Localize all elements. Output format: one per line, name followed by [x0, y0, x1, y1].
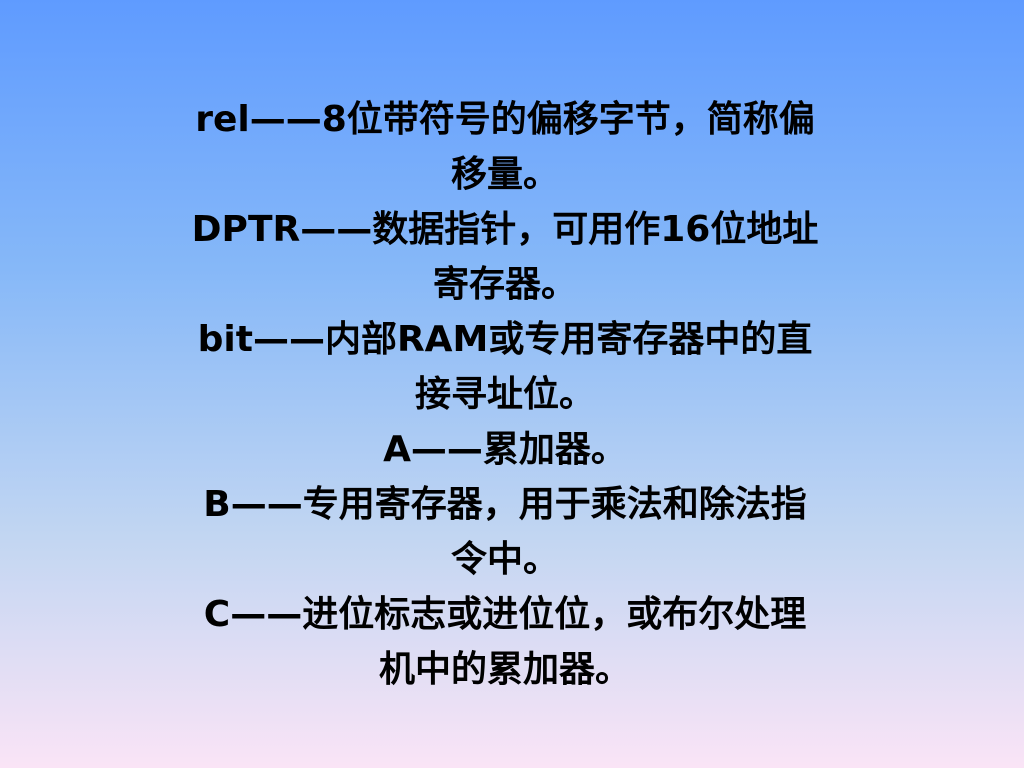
- definition-line: 寄存器。: [432, 264, 577, 305]
- definition-line: 令中。: [450, 539, 559, 580]
- definition-dptr: DPTR——数据指针，可用作16位地址 寄存器。: [110, 202, 900, 312]
- definition-a: A——累加器。: [110, 422, 900, 477]
- definition-line: C——进位标志或进位位，或布尔处理: [203, 594, 807, 635]
- definition-b: B——专用寄存器，用于乘法和除法指 令中。: [110, 477, 900, 587]
- definition-line: 接寻址位。: [414, 374, 595, 415]
- definition-bit: bit——内部RAM或专用寄存器中的直 接寻址位。: [110, 312, 900, 422]
- definition-line: 机中的累加器。: [378, 649, 631, 690]
- definition-line: rel——8位带符号的偏移字节，简称偏: [195, 99, 815, 140]
- definition-line: DPTR——数据指针，可用作16位地址: [191, 209, 819, 250]
- definition-rel: rel——8位带符号的偏移字节，简称偏 移量。: [110, 92, 900, 202]
- definition-line: A——累加器。: [383, 429, 627, 470]
- definition-c: C——进位标志或进位位，或布尔处理 机中的累加器。: [110, 587, 900, 697]
- definition-line: B——专用寄存器，用于乘法和除法指: [203, 484, 807, 525]
- definition-line: 移量。: [450, 154, 559, 195]
- definition-line: bit——内部RAM或专用寄存器中的直: [197, 319, 813, 360]
- slide-body: rel——8位带符号的偏移字节，简称偏 移量。 DPTR——数据指针，可用作16…: [110, 92, 900, 697]
